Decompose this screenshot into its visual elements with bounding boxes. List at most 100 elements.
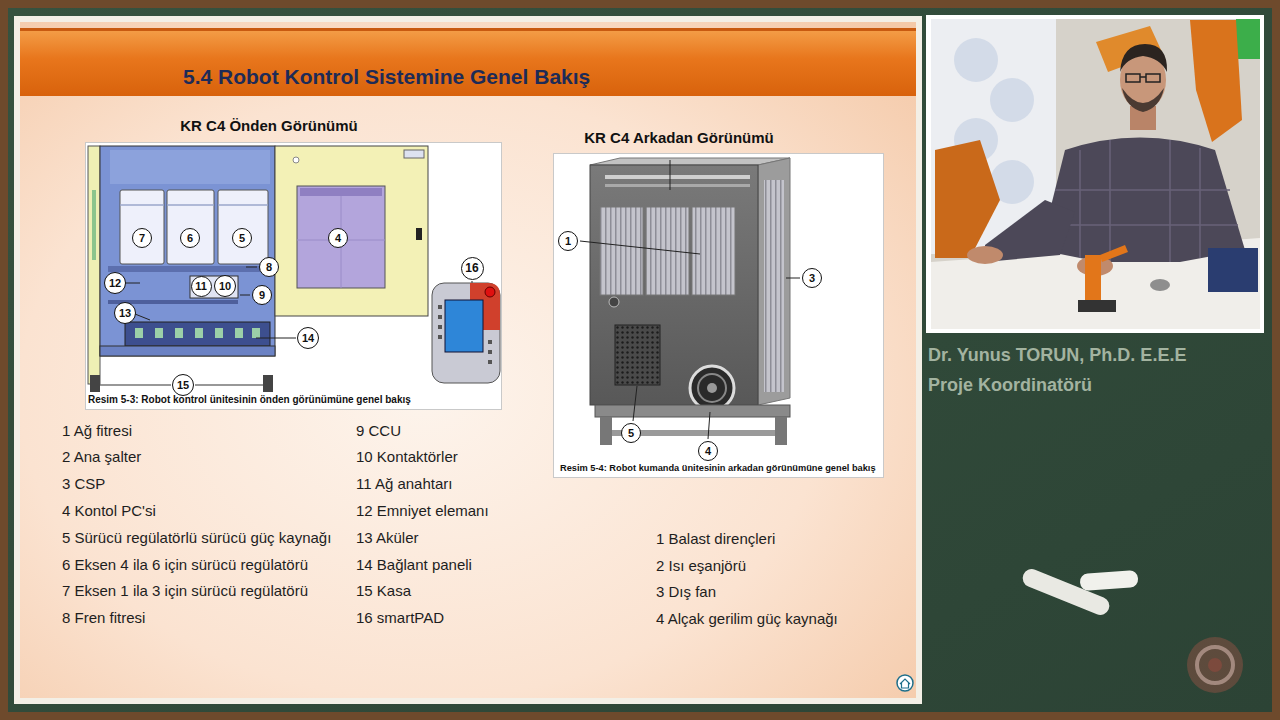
- callout-circle: 10: [214, 275, 236, 297]
- part-list-item: 13 Aküler: [356, 529, 419, 547]
- connection-panel: [125, 322, 270, 346]
- smartpad-screen: [445, 300, 483, 352]
- callout-circle: 5: [232, 228, 252, 248]
- callout-number: 11: [195, 280, 207, 292]
- top-rail: [605, 184, 750, 187]
- drive-module: [218, 190, 268, 264]
- callout-circle: 4: [328, 228, 348, 248]
- part-list-item: 9 CCU: [356, 422, 401, 440]
- chalkboard: [8, 8, 1272, 712]
- callout-number: 6: [187, 232, 193, 244]
- poster-circle: [954, 38, 998, 82]
- slide-title: 5.4 Robot Kontrol Sistemine Genel Bakış: [183, 64, 590, 90]
- callout-circle: 14: [297, 327, 319, 349]
- cabinet-leg: [775, 417, 787, 445]
- part-list-item: 1 Ağ fitresi: [62, 422, 132, 440]
- presenter-caption: Proje Koordinatörü: [928, 374, 1092, 396]
- robot-model-arm: [1100, 245, 1128, 262]
- side-fins: [764, 180, 784, 392]
- callout-circle: 8: [259, 257, 279, 277]
- door-screw: [293, 157, 299, 163]
- figure-panel: KR C4 Arkadan GörünümüResim 5-4: Robot k…: [553, 153, 884, 478]
- callout-number: 7: [139, 232, 145, 244]
- callout-number: 8: [266, 261, 272, 273]
- callout-number: 14: [302, 332, 314, 344]
- title-bar: [20, 28, 916, 96]
- cabinet-top-panel: [110, 150, 270, 184]
- figure-caption: Resim 5-4: Robot kumanda ünitesinin arka…: [560, 462, 876, 474]
- cabinet-door: [275, 146, 428, 316]
- cabinet-body: [100, 146, 275, 356]
- book: [1208, 248, 1258, 292]
- part-list-item: 3 CSP: [62, 475, 105, 493]
- figure-ground: [85, 142, 502, 410]
- part-list-item: 3 Dış fan: [656, 583, 716, 601]
- part-list-item: 10 Kontaktörler: [356, 448, 458, 466]
- presenter-caption: Dr. Yunus TORUN, Ph.D. E.E.E: [928, 344, 1186, 366]
- drive-module: [167, 190, 214, 264]
- presenter-hair: [1120, 44, 1167, 72]
- ballast-resistor: [692, 207, 735, 295]
- callout-circle: 4: [698, 441, 718, 461]
- figure-heading: KR C4 Arkadan Görünümü: [584, 128, 773, 148]
- callout-circle: 3: [802, 268, 822, 288]
- part-list-item: 7 Eksen 1 ila 3 için sürücü regülatörü: [62, 582, 308, 600]
- logo-core: [1208, 658, 1222, 672]
- callout-circle: 9: [252, 285, 272, 305]
- callout-circle: 12: [104, 272, 126, 294]
- part-list-item: 6 Eksen 4 ila 6 için sürücü regülatörü: [62, 556, 308, 574]
- figure-caption: Resim 5-3: Robot kontrol ünitesinin önde…: [88, 394, 411, 406]
- cabinet-plinth: [100, 346, 275, 356]
- presenter-beard: [1122, 88, 1164, 112]
- presenter-shirt: [1040, 138, 1245, 263]
- side-strip: [92, 190, 96, 260]
- cabinet-side: [758, 158, 790, 405]
- slide-ground: [20, 22, 916, 698]
- callout-circle: 1: [558, 231, 578, 251]
- industrial-robot: [935, 140, 1000, 258]
- top-rail: [605, 175, 750, 179]
- callout-circle: 15: [172, 374, 194, 396]
- ballast-resistor: [600, 207, 643, 295]
- callout-number: 10: [219, 280, 231, 292]
- part-list-item: 11 Ağ anahtarı: [356, 475, 452, 493]
- video-wall: [931, 19, 1260, 329]
- slide-border: [14, 16, 922, 704]
- drive-module: [120, 190, 164, 264]
- callout-number: 4: [705, 445, 711, 457]
- smartpad-keys: [438, 305, 492, 364]
- chalk: [1020, 566, 1112, 617]
- part-list-item: 16 smartPAD: [356, 609, 444, 627]
- callout-circle: 16: [461, 257, 484, 280]
- cabinet-back: [590, 165, 758, 405]
- fan: [690, 366, 734, 410]
- leader-line: [125, 267, 472, 338]
- part-list-item: 1 Balast dirençleri: [656, 530, 775, 548]
- mouse: [1150, 279, 1170, 291]
- ballast-resistor: [646, 207, 689, 295]
- callout-number: 5: [628, 427, 634, 439]
- figure-heading: KR C4 Önden Görünümü: [180, 116, 358, 136]
- poster-circle: [990, 78, 1034, 122]
- cable-gland: [609, 297, 619, 307]
- control-pc: [297, 186, 385, 288]
- emergency-stop: [485, 287, 495, 297]
- part-list-item: 4 Alçak gerilim güç kaynağı: [656, 610, 838, 628]
- part-list-item: 4 Kontol PC'si: [62, 502, 156, 520]
- part-list-item: 2 Isı eşanjörü: [656, 557, 746, 575]
- pc-seam: [297, 196, 385, 288]
- title-bar-edge: [20, 28, 916, 31]
- cabinet-top: [590, 158, 790, 165]
- part-list-item: 5 Sürücü regülatörlü sürücü güç kaynağı: [62, 529, 331, 547]
- fan-hub: [707, 383, 717, 393]
- door-plate: [404, 150, 424, 158]
- robot-model: [1085, 255, 1101, 300]
- callout-number: 5: [239, 232, 245, 244]
- robot-model-base: [1078, 300, 1116, 312]
- part-list-item: 15 Kasa: [356, 582, 411, 600]
- logo-ring: [1197, 647, 1233, 683]
- callout-number: 16: [465, 262, 478, 274]
- callout-circle: 6: [180, 228, 200, 248]
- cabinet-foot: [90, 375, 100, 392]
